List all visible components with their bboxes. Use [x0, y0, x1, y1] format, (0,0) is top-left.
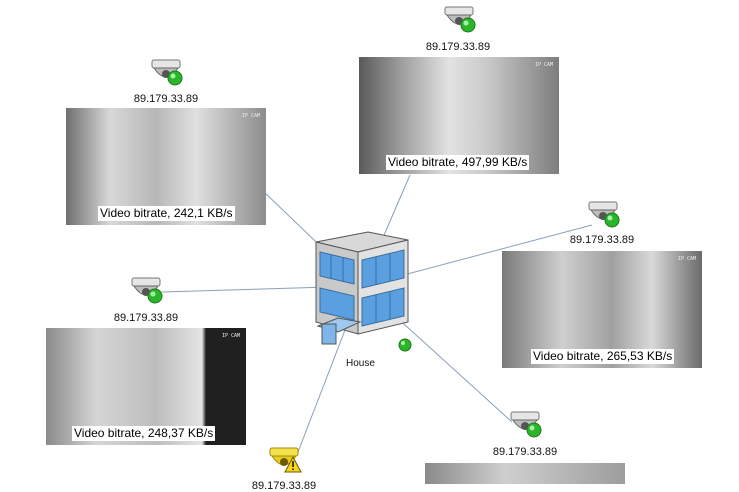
dome-camera-icon[interactable]: [128, 276, 168, 308]
video-feed[interactable]: IP CAM Video bitrate, 248,37 KB/s: [46, 328, 246, 445]
status-online-icon: [398, 338, 412, 352]
dome-camera-icon[interactable]: [148, 58, 188, 90]
video-osd: IP CAM: [221, 333, 240, 339]
camera-ip-label: 89.179.33.89: [569, 234, 635, 246]
video-feed[interactable]: [425, 463, 625, 484]
dome-camera-icon[interactable]: [441, 5, 481, 37]
house-label: House: [346, 358, 375, 369]
video-osd: IP CAM: [677, 256, 696, 262]
video-bitrate-label: Video bitrate, 265,53 KB/s: [531, 349, 675, 364]
dome-camera-icon[interactable]: [507, 410, 547, 442]
video-feed[interactable]: IP CAM Video bitrate, 242,1 KB/s: [66, 108, 266, 225]
camera-ip-label: 89.179.33.89: [425, 41, 491, 53]
dome-camera-warning-icon[interactable]: [266, 446, 306, 478]
video-feed[interactable]: IP CAM Video bitrate, 265,53 KB/s: [502, 251, 702, 368]
camera-ip-label: 89.179.33.89: [133, 93, 199, 105]
dome-camera-icon[interactable]: [585, 200, 625, 232]
video-bitrate-label: Video bitrate, 242,1 KB/s: [98, 206, 235, 221]
video-osd: IP CAM: [241, 113, 260, 119]
camera-ip-label: 89.179.33.89: [251, 480, 317, 492]
video-bitrate-label: Video bitrate, 497,99 KB/s: [386, 155, 530, 170]
camera-ip-label: 89.179.33.89: [113, 312, 179, 324]
video-bitrate-label: Video bitrate, 248,37 KB/s: [72, 426, 216, 441]
video-feed[interactable]: IP CAM Video bitrate, 497,99 KB/s: [359, 57, 559, 174]
camera-ip-label: 89.179.33.89: [492, 446, 558, 458]
video-osd: IP CAM: [534, 62, 553, 68]
house-icon[interactable]: [308, 222, 418, 352]
